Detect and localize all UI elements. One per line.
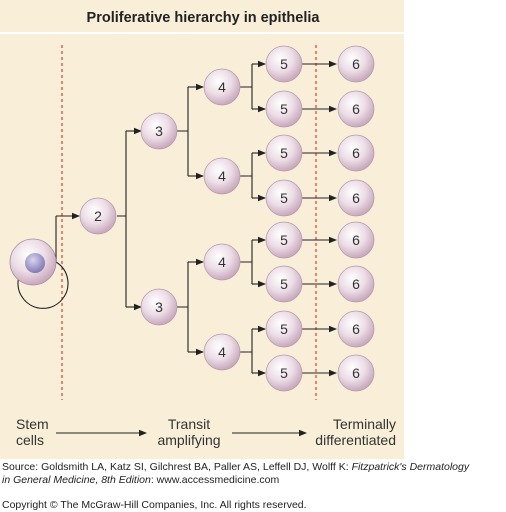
cell-2: 2 — [79, 197, 117, 235]
branch-2 — [117, 131, 127, 307]
cell-5h: 5 — [265, 354, 303, 392]
cell-5d-body — [265, 179, 303, 217]
cell-5c-body — [265, 134, 303, 172]
cell-6c: 6 — [337, 134, 375, 172]
cell-6e: 6 — [337, 221, 375, 259]
cell-4d-label: 4 — [218, 344, 226, 360]
cell-6e-label: 6 — [352, 232, 360, 248]
stem-label-line1: Stem — [16, 416, 49, 432]
cell-6a-label: 6 — [352, 56, 360, 72]
cell-6f-body — [337, 265, 375, 303]
cell-5h-body — [265, 354, 303, 392]
cell-6a-body — [337, 45, 375, 83]
cell-6b-label: 6 — [352, 101, 360, 117]
lineage-connectors — [17, 60, 337, 377]
cell-6a: 6 — [337, 45, 375, 83]
cell-4b-body — [203, 157, 241, 195]
cell-3b-label: 3 — [155, 299, 163, 315]
stem-cell — [9, 238, 57, 286]
cell-6d: 6 — [337, 179, 375, 217]
branch-4a — [240, 64, 253, 109]
cell-5f: 5 — [265, 265, 303, 303]
cell-4c-body — [203, 243, 241, 281]
cell-3a: 3 — [140, 112, 178, 150]
cell-5e-body — [265, 221, 303, 259]
cell-2-body — [79, 197, 117, 235]
source-prefix: Source: Goldsmith LA, Katz SI, Gilchrest… — [2, 461, 352, 473]
cell-3a-label: 3 — [155, 123, 163, 139]
cell-2-label: 2 — [94, 208, 102, 224]
terminal-label-line2: differentiated — [315, 432, 396, 448]
branch-3a — [177, 87, 189, 176]
transit-label-line1: Transit — [168, 416, 210, 432]
cell-5g-label: 5 — [280, 321, 288, 337]
cell-6g: 6 — [337, 310, 375, 348]
cell-5a: 5 — [265, 45, 303, 83]
cell-5e: 5 — [265, 221, 303, 259]
cell-4a: 4 — [203, 68, 241, 106]
cell-3b-body — [140, 288, 178, 326]
cell-4a-label: 4 — [218, 79, 226, 95]
source-citation: Source: Goldsmith LA, Katz SI, Gilchrest… — [2, 461, 469, 487]
cell-6b: 6 — [337, 90, 375, 128]
diagram-title: Proliferative hierarchy in epithelia — [87, 10, 321, 26]
cell-6g-body — [337, 310, 375, 348]
cell-3a-body — [140, 112, 178, 150]
cell-5f-label: 5 — [280, 276, 288, 292]
branch-3b — [177, 262, 189, 352]
cell-5d-label: 5 — [280, 190, 288, 206]
cell-5f-body — [265, 265, 303, 303]
branch-4d — [240, 329, 253, 373]
cell-4c: 4 — [203, 243, 241, 281]
cell-3b: 3 — [140, 288, 178, 326]
transit-label-line2: amplifying — [157, 432, 220, 448]
copyright-notice: Copyright © The McGraw-Hill Companies, I… — [2, 499, 307, 511]
cell-6d-label: 6 — [352, 190, 360, 206]
stage-labels: Stem cells Transit amplifying Terminally… — [16, 416, 396, 448]
cell-5e-label: 5 — [280, 232, 288, 248]
cell-4c-label: 4 — [218, 254, 226, 270]
source-suffix: : www.accessmedicine.com — [150, 474, 280, 486]
cell-5b-label: 5 — [280, 101, 288, 117]
proliferative-hierarchy-diagram: Proliferative hierarchy in epithelia — [0, 10, 404, 448]
cell-4d-body — [203, 333, 241, 371]
source-title-b: in General Medicine, 8th Edition — [2, 474, 151, 486]
branch-4b — [240, 153, 253, 198]
branch-4c — [240, 240, 253, 284]
cell-6g-label: 6 — [352, 321, 360, 337]
cell-6h: 6 — [337, 354, 375, 392]
cell-5a-label: 5 — [280, 56, 288, 72]
cell-5g-body — [265, 310, 303, 348]
cell-4a-body — [203, 68, 241, 106]
cell-6c-label: 6 — [352, 145, 360, 161]
diagram-panel — [0, 0, 404, 459]
cell-5g: 5 — [265, 310, 303, 348]
cell-6f-label: 6 — [352, 276, 360, 292]
cell-5h-label: 5 — [280, 365, 288, 381]
stem-cell-nucleus — [25, 253, 45, 273]
cell-6b-body — [337, 90, 375, 128]
cell-5c: 5 — [265, 134, 303, 172]
cell-5a-body — [265, 45, 303, 83]
terminal-label-line1: Terminally — [333, 416, 396, 432]
stem-label-line2: cells — [16, 432, 44, 448]
cell-4b: 4 — [203, 157, 241, 195]
cell-4b-label: 4 — [218, 168, 226, 184]
cell-4d: 4 — [203, 333, 241, 371]
cell-5d: 5 — [265, 179, 303, 217]
cell-6h-label: 6 — [352, 365, 360, 381]
cell-6f: 6 — [337, 265, 375, 303]
cell-5c-label: 5 — [280, 145, 288, 161]
cell-5b: 5 — [265, 90, 303, 128]
cell-5b-body — [265, 90, 303, 128]
cell-6h-body — [337, 354, 375, 392]
source-title-a: Fitzpatrick's Dermatology — [351, 461, 470, 473]
cell-6e-body — [337, 221, 375, 259]
cell-6c-body — [337, 134, 375, 172]
cell-6d-body — [337, 179, 375, 217]
